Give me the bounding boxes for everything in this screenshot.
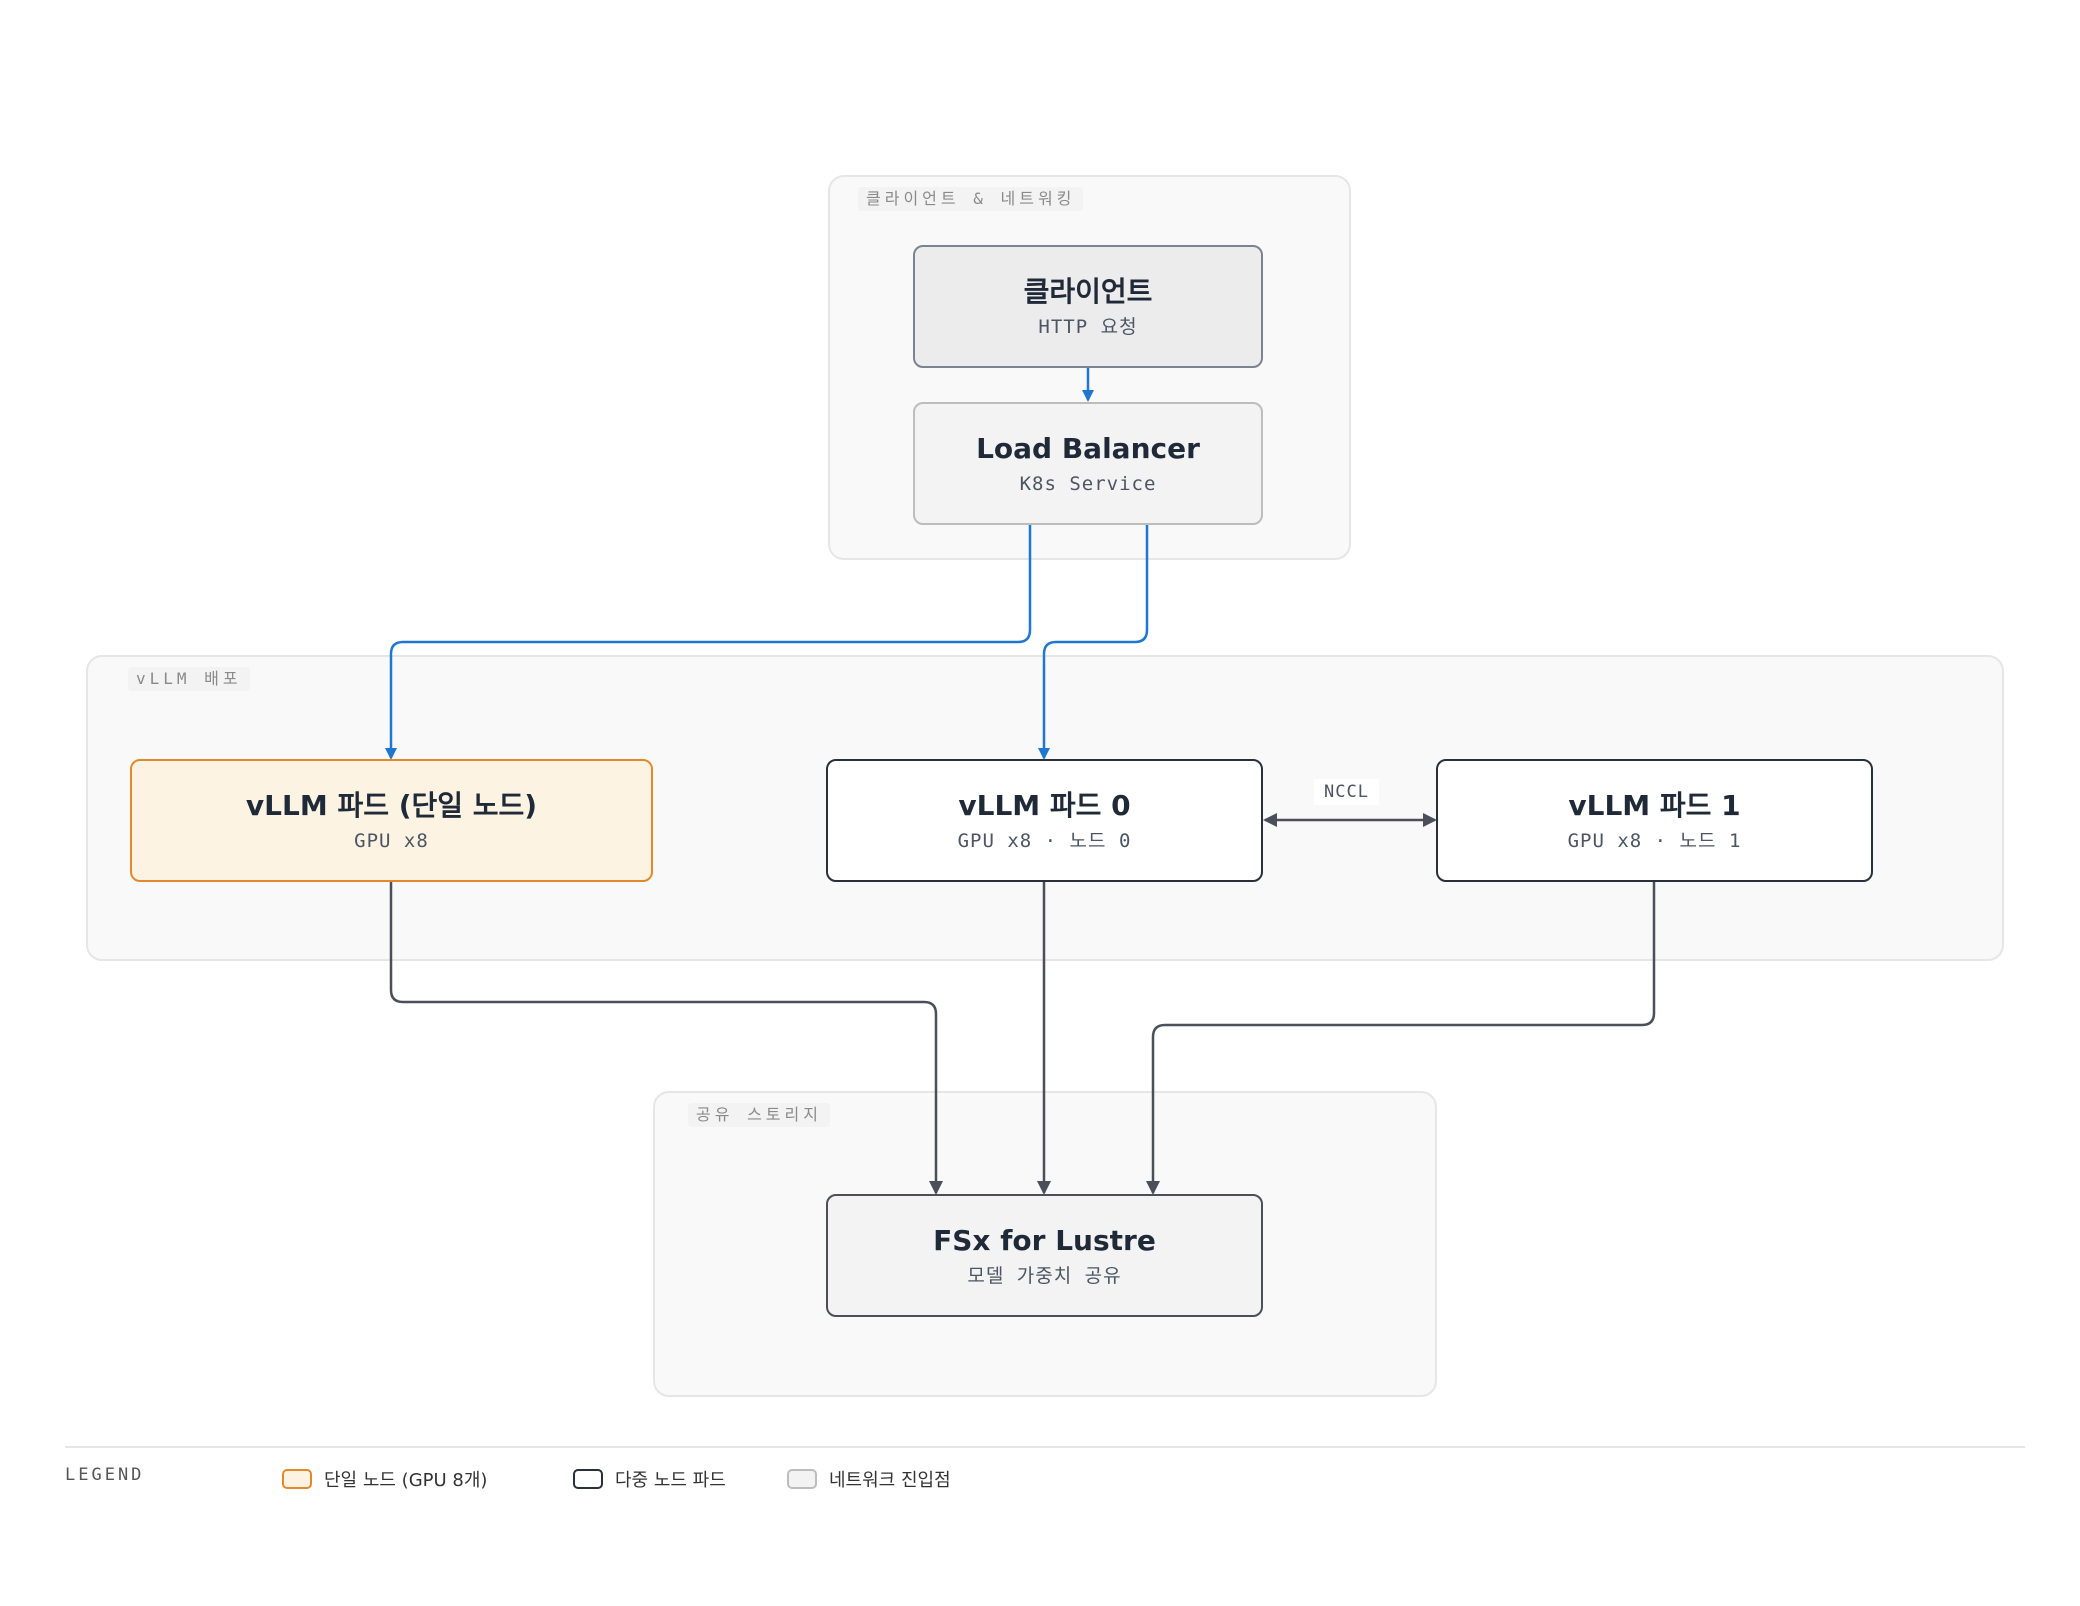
legend-swatch-network-entry	[787, 1469, 817, 1489]
node-fsx-title: FSx for Lustre	[933, 1223, 1156, 1257]
node-vllm-single-sub: GPU x8	[354, 829, 429, 852]
legend-label-single-node: 단일 노드 (GPU 8개)	[324, 1470, 488, 1491]
group-label-vllm-deploy: vLLM 배포	[128, 667, 250, 691]
node-vllm-single-title: vLLM 파드 (단일 노드)	[245, 788, 538, 822]
edge-label-nccl: NCCL	[1314, 779, 1379, 805]
legend-label-multi-node: 다중 노드 파드	[615, 1470, 726, 1491]
node-load-balancer-sub: K8s Service	[1019, 472, 1157, 495]
node-client-title: 클라이언트	[1023, 274, 1153, 308]
node-fsx-sub: 모델 가중치 공유	[967, 1264, 1122, 1287]
node-vllm-single[interactable]: vLLM 파드 (단일 노드) GPU x8	[130, 759, 653, 882]
node-fsx[interactable]: FSx for Lustre 모델 가중치 공유	[826, 1194, 1263, 1317]
node-client-sub: HTTP 요청	[1038, 315, 1138, 338]
node-vllm-pod1-title: vLLM 파드 1	[1568, 788, 1741, 822]
group-label-shared-storage: 공유 스토리지	[688, 1103, 830, 1127]
group-label-client-network: 클라이언트 & 네트워킹	[858, 187, 1084, 211]
edge-pod1-to-fsx	[1146, 881, 1656, 1195]
edge-lb-to-pod0	[1038, 524, 1149, 760]
legend-item-network-entry: 네트워크 진입점	[787, 1466, 951, 1492]
legend-divider	[65, 1446, 2025, 1448]
node-vllm-pod1-sub: GPU x8 · 노드 1	[1567, 829, 1742, 852]
node-load-balancer-title: Load Balancer	[976, 431, 1200, 465]
edge-single-to-fsx	[389, 881, 943, 1195]
edge-lb-to-single	[385, 524, 1032, 760]
legend-item-multi-node: 다중 노드 파드	[573, 1466, 726, 1492]
node-load-balancer[interactable]: Load Balancer K8s Service	[913, 402, 1263, 525]
node-vllm-pod0-title: vLLM 파드 0	[958, 788, 1131, 822]
legend-item-single-node: 단일 노드 (GPU 8개)	[282, 1466, 487, 1492]
node-vllm-pod0[interactable]: vLLM 파드 0 GPU x8 · 노드 0	[826, 759, 1263, 882]
legend-swatch-multi-node	[573, 1469, 603, 1489]
legend-label-network-entry: 네트워크 진입점	[829, 1470, 951, 1491]
node-client[interactable]: 클라이언트 HTTP 요청	[913, 245, 1263, 368]
legend-swatch-single-node	[282, 1469, 312, 1489]
node-vllm-pod1[interactable]: vLLM 파드 1 GPU x8 · 노드 1	[1436, 759, 1873, 882]
node-vllm-pod0-sub: GPU x8 · 노드 0	[957, 829, 1132, 852]
legend-title: LEGEND	[65, 1465, 145, 1485]
